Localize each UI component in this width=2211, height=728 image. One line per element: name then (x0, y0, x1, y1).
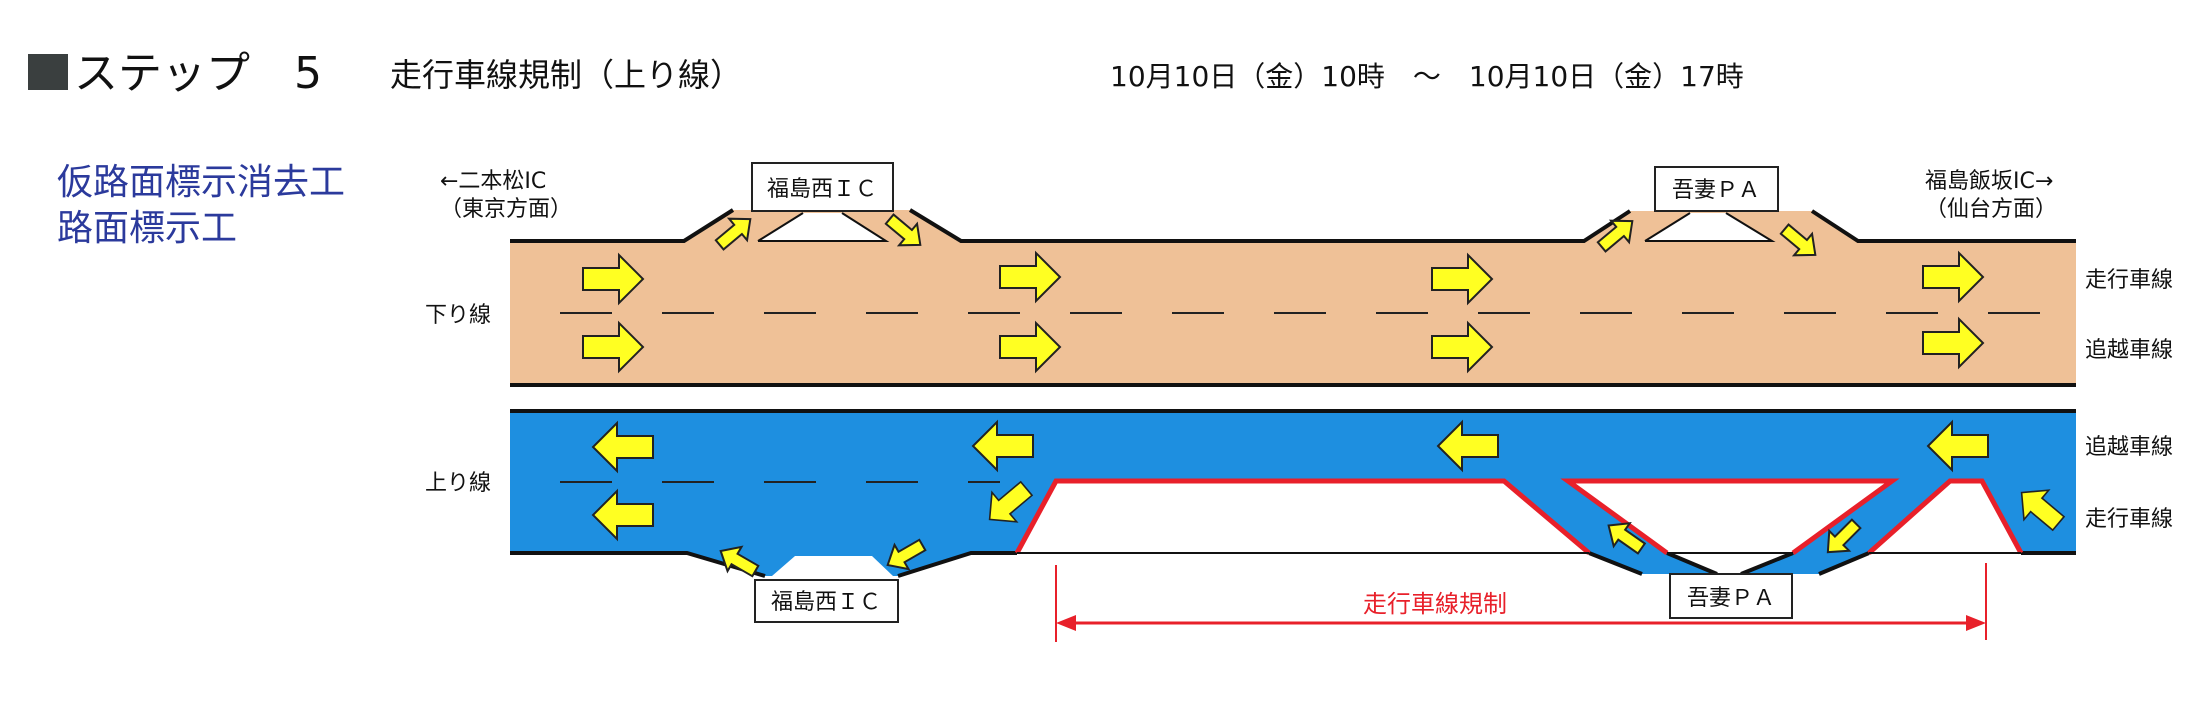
pa-box-top: 吾妻ＰＡ (1654, 166, 1779, 212)
up-road-label: 上り線 (425, 471, 491, 496)
closed-lane (1014, 478, 2024, 556)
svg-text:吾妻ＰＡ: 吾妻ＰＡ (1672, 178, 1760, 203)
ic-box-bottom: 福島西ＩＣ (754, 579, 899, 623)
direction-right: 福島飯坂IC→ (1925, 169, 2053, 194)
regulation-title: 走行車線規制（上り線） (390, 56, 742, 94)
lane-label: 追越車線 (2085, 338, 2173, 363)
down-road (510, 208, 2076, 387)
lane-label: 走行車線 (2085, 268, 2173, 293)
restriction-extent: 走行車線規制 (1055, 563, 1987, 642)
title-square-icon (28, 54, 68, 90)
pa-box-bottom: 吾妻ＰＡ (1669, 573, 1793, 619)
work-item: 仮路面標示消去工 (57, 162, 345, 203)
period-text: 10月10日（金）10時 ～ 10月10日（金）17時 (1110, 60, 1744, 93)
direction-left: ←二本松IC (440, 169, 546, 194)
lane-label: 追越車線 (2085, 435, 2173, 460)
svg-text:吾妻ＰＡ: 吾妻ＰＡ (1687, 586, 1775, 611)
work-item: 路面標示工 (57, 208, 237, 249)
direction-right-sub: （仙台方面） (1925, 197, 2057, 222)
down-road-label: 下り線 (425, 303, 491, 328)
lane-label: 走行車線 (2085, 507, 2173, 532)
svg-text:福島西ＩＣ: 福島西ＩＣ (767, 177, 877, 202)
step-title: ステップ 5 (74, 48, 322, 99)
svg-text:福島西ＩＣ: 福島西ＩＣ (771, 590, 881, 615)
restriction-label: 走行車線規制 (1363, 590, 1507, 618)
ic-box-top: 福島西ＩＣ (751, 162, 894, 212)
direction-left-sub: （東京方面） (440, 197, 572, 222)
